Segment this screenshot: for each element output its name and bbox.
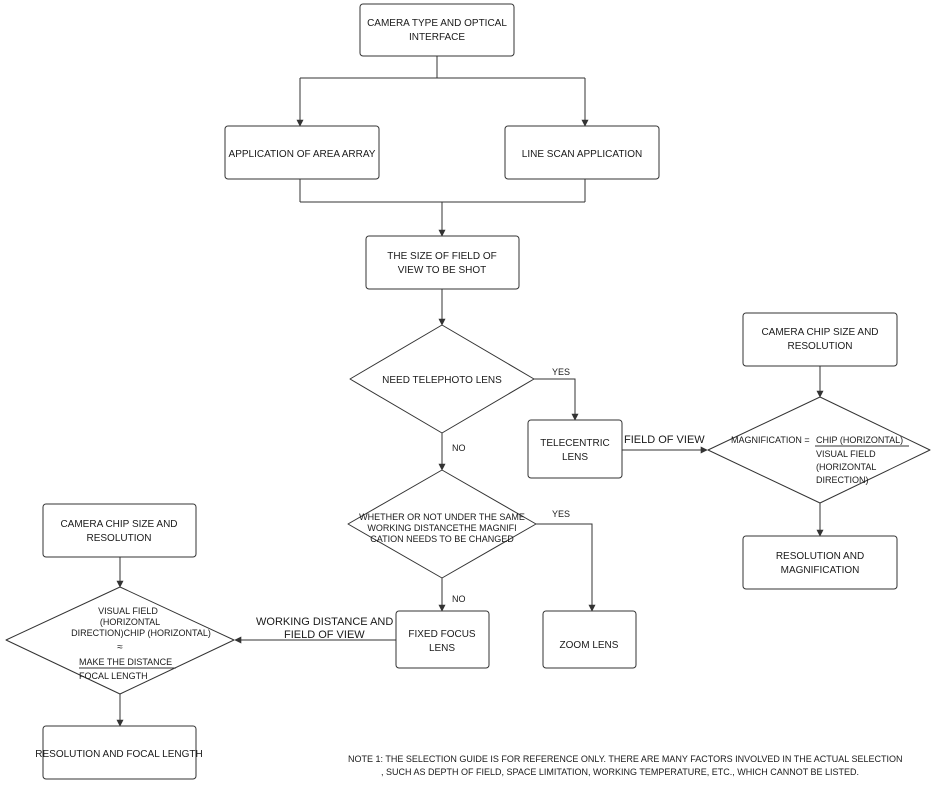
node-chip-right: CAMERA CHIP SIZE AND RESOLUTION [742,312,898,367]
connectors [116,56,824,727]
note-line-2: , SUCH AS DEPTH OF FIELD, SPACE LIMITATI… [381,767,859,777]
node-zoom-lens: ZOOM LENS [542,610,637,669]
same-wd-line-3: CATION NEEDS TO BE CHANGED [370,534,514,544]
camera-type-line-2: INTERFACE [409,32,465,43]
field-size-line-2: VIEW TO BE SHOT [398,265,487,276]
node-fixed-focus: FIXED FOCUS LENS [395,610,490,669]
focal-numerator: MAKE THE DISTANCE [79,657,172,667]
magnification-numerator: CHIP (HORIZONTAL) [816,435,903,445]
chip-left-line-1: CAMERA CHIP SIZE AND [60,519,177,530]
node-line-scan: LINE SCAN APPLICATION [504,125,660,180]
fixed-focus-line-1: FIXED FOCUS [408,629,476,640]
telecentric-line-2: LENS [562,452,588,463]
field-size-line-1: THE SIZE OF FIELD OF [387,251,496,262]
area-array-label: APPLICATION OF AREA ARRAY [229,149,376,160]
chip-left-line-2: RESOLUTION [86,533,151,544]
camera-type-line-1: CAMERA TYPE AND OPTICAL [367,18,507,29]
need-telephoto-label: NEED TELEPHOTO LENS [382,375,502,386]
zoom-lens-label: ZOOM LENS [560,640,619,651]
magnification-denominator-1: VISUAL FIELD [816,449,876,459]
magnification-denominator-3: DIRECTION) [816,475,869,485]
footnote: NOTE 1: THE SELECTION GUIDE IS FOR REFER… [348,754,902,777]
node-area-array: APPLICATION OF AREA ARRAY [224,125,380,180]
edge-label-wd-fov-line-2: FIELD OF VIEW [284,629,365,641]
res-mag-line-2: MAGNIFICATION [781,565,860,576]
fixed-focus-line-2: LENS [429,643,455,654]
edge-label-yes-telephoto: YES [552,367,570,377]
node-chip-left: CAMERA CHIP SIZE AND RESOLUTION [42,503,197,558]
edge-labels: YES NO YES NO FIELD OF VIEW WORKING DIST… [256,367,705,641]
connector-same-wd-yes [534,523,596,612]
connector-telephoto-yes [534,378,579,421]
edge-label-wd-fov-line-1: WORKING DISTANCE AND [256,616,393,628]
chip-right-line-1: CAMERA CHIP SIZE AND [761,327,878,338]
edge-label-no-same-wd: NO [452,594,466,604]
node-field-size: THE SIZE OF FIELD OF VIEW TO BE SHOT [365,235,520,290]
focal-line-2: (HORIZONTAL [100,617,160,627]
edge-label-field-of-view: FIELD OF VIEW [624,434,705,446]
res-mag-line-1: RESOLUTION AND [776,551,864,562]
edge-label-no-telephoto: NO [452,443,466,453]
node-telecentric: TELECENTRIC LENS [527,419,623,479]
magnification-prefix: MAGNIFICATION = [731,435,810,445]
chip-right-line-2: RESOLUTION [787,341,852,352]
node-camera-type: CAMERA TYPE AND OPTICAL INTERFACE [359,3,515,57]
node-res-focal-length: RESOLUTION AND FOCAL LENGTH [35,725,203,780]
node-need-telephoto: NEED TELEPHOTO LENS [349,324,535,434]
telecentric-line-1: TELECENTRIC [540,438,609,449]
same-wd-line-1: WHETHER OR NOT UNDER THE SAME [359,512,525,522]
line-scan-label: LINE SCAN APPLICATION [522,149,642,160]
magnification-denominator-2: (HORIZONTAL [816,462,876,472]
edge-label-yes-same-wd: YES [552,509,570,519]
focal-denominator: FOCAL LENGTH [79,671,148,681]
same-wd-line-2: WORKING DISTANCETHE MAGNIFI [367,523,516,533]
focal-line-3: DIRECTION)CHIP (HORIZONTAL) [71,628,211,638]
focal-line-1: VISUAL FIELD [98,606,158,616]
node-same-working-distance: WHETHER OR NOT UNDER THE SAME WORKING DI… [347,469,537,579]
node-magnification: MAGNIFICATION = CHIP (HORIZONTAL) VISUAL… [707,396,931,504]
node-focal-formula: VISUAL FIELD (HORIZONTAL DIRECTION)CHIP … [5,586,235,695]
note-line-1: NOTE 1: THE SELECTION GUIDE IS FOR REFER… [348,754,902,764]
node-res-magnification: RESOLUTION AND MAGNIFICATION [742,535,898,590]
res-focal-label: RESOLUTION AND FOCAL LENGTH [35,749,202,760]
focal-approx-symbol: ≈ [117,642,123,653]
